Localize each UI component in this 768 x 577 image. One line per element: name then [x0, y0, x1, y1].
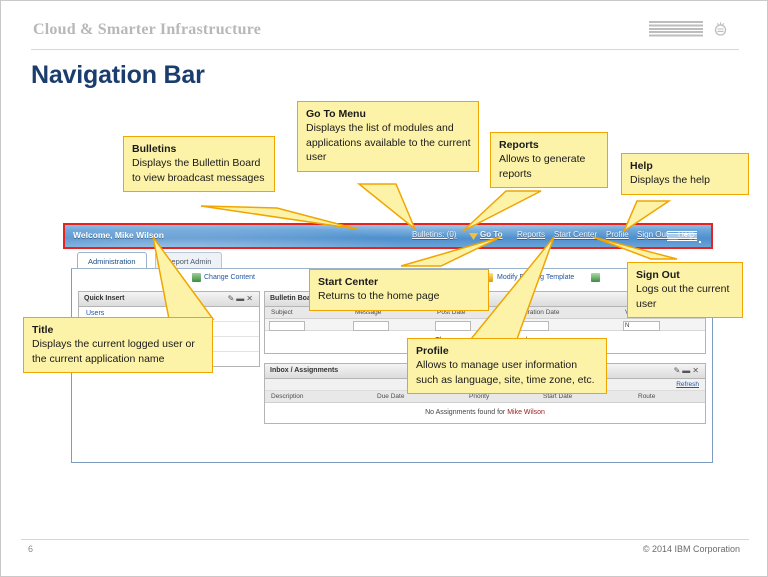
callout-body: Displays the help — [630, 174, 710, 186]
brand-text: Cloud & Smarter Infrastructure — [33, 21, 262, 38]
col-due-date: Due Date — [377, 393, 405, 400]
callout-help: Help Displays the help — [621, 153, 749, 195]
welcome-title: Welcome, Mike Wilson — [73, 230, 164, 240]
filter-viewed[interactable]: N — [623, 320, 660, 331]
callout-sign-out: Sign Out Logs out the current user — [627, 262, 743, 318]
chevron-down-icon[interactable] — [469, 233, 478, 240]
callout-title: Start Center — [318, 276, 379, 288]
copyright-text: © 2014 IBM Corporation — [642, 544, 740, 554]
inbox-empty-text: No Assignments found for Mike Wilson — [425, 409, 545, 416]
update-start-center-icon[interactable] — [591, 273, 600, 282]
bulletins-link[interactable]: Bulletins: (0) — [412, 230, 457, 239]
callout-body: Displays the Bullettin Board to view bro… — [132, 157, 265, 184]
tab-administration[interactable]: Administration — [77, 252, 147, 269]
callout-profile: Profile Allows to manage user informatio… — [407, 338, 607, 394]
inbox-header-row: Description Due Date Priority Start Date… — [265, 391, 705, 403]
callout-body: Allows to generate reports — [499, 153, 586, 180]
portlet-icons[interactable]: ✎▬✕ — [227, 294, 255, 303]
inbox-title: Inbox / Assignments — [270, 367, 339, 374]
callout-title: Title — [32, 324, 54, 336]
callout-bulletins: Bulletins Displays the Bullettin Board t… — [123, 136, 275, 192]
col-message: Message — [355, 309, 382, 316]
filter-post-date[interactable] — [435, 320, 471, 331]
callout-start-center: Start Center Returns to the home page — [309, 269, 489, 311]
inbox-empty-user: Mike Wilson — [507, 409, 545, 416]
callout-title-field: Title Displays the current logged user o… — [23, 317, 213, 373]
callout-body: Logs out the current user — [636, 283, 730, 310]
callout-body: Displays the list of modules and applica… — [306, 122, 471, 163]
page-number: 6 — [28, 544, 34, 554]
go-to-link[interactable]: Go To — [480, 230, 503, 239]
footer-divider — [21, 539, 749, 540]
portlet-icons[interactable]: ✎▬✕ — [673, 366, 701, 375]
filter-subject[interactable] — [269, 320, 305, 331]
ibm-bulb-icon — [714, 22, 727, 36]
col-route: Route — [638, 393, 656, 400]
callout-reports: Reports Allows to generate reports — [490, 132, 608, 188]
inbox-empty-prefix: No Assignments found for — [425, 409, 508, 416]
callout-title: Reports — [499, 139, 539, 151]
header-divider — [31, 49, 739, 50]
bulletin-board-title: Bulletin Board — [270, 295, 318, 302]
callout-body: Displays the current logged user or the … — [32, 338, 195, 365]
quick-insert-item-users[interactable]: Users — [86, 310, 105, 317]
col-post-date: Post Date — [437, 309, 466, 316]
change-content-link[interactable]: Change Content — [204, 274, 255, 281]
profile-link[interactable]: Profile — [606, 230, 629, 239]
callout-title: Sign Out — [636, 269, 680, 281]
callout-title: Go To Menu — [306, 108, 366, 120]
callout-go-to-menu: Go To Menu Displays the list of modules … — [297, 101, 479, 172]
col-expiration: Expiration Date — [515, 309, 560, 316]
filter-message[interactable] — [353, 320, 389, 331]
callout-title: Bulletins — [132, 143, 177, 155]
col-priority: Priority — [469, 393, 490, 400]
slide-header: Cloud & Smarter Infrastructure — [31, 19, 739, 53]
start-center-link[interactable]: Start Center — [554, 230, 598, 239]
col-description: Description — [271, 393, 304, 400]
callout-title: Help — [630, 160, 653, 172]
col-subject: Subject — [271, 309, 293, 316]
page-title: Navigation Bar — [31, 61, 205, 89]
col-start-date: Start Date — [543, 393, 573, 400]
callout-title: Profile — [416, 345, 449, 357]
sign-out-link[interactable]: Sign Out — [637, 230, 669, 239]
tab-underline — [71, 268, 713, 269]
callout-body: Allows to manage user information such a… — [416, 359, 595, 386]
callout-body: Returns to the home page — [318, 290, 440, 302]
ibm-logo-icon — [649, 21, 727, 41]
reports-link[interactable]: Reports — [517, 230, 546, 239]
change-content-icon[interactable] — [192, 273, 201, 282]
inbox-empty-row: No Assignments found for Mike Wilson — [265, 403, 705, 423]
ibm-logo-icon-navbar — [667, 231, 701, 243]
refresh-link[interactable]: Refresh — [676, 381, 699, 388]
quick-insert-title: Quick Insert — [84, 295, 125, 302]
